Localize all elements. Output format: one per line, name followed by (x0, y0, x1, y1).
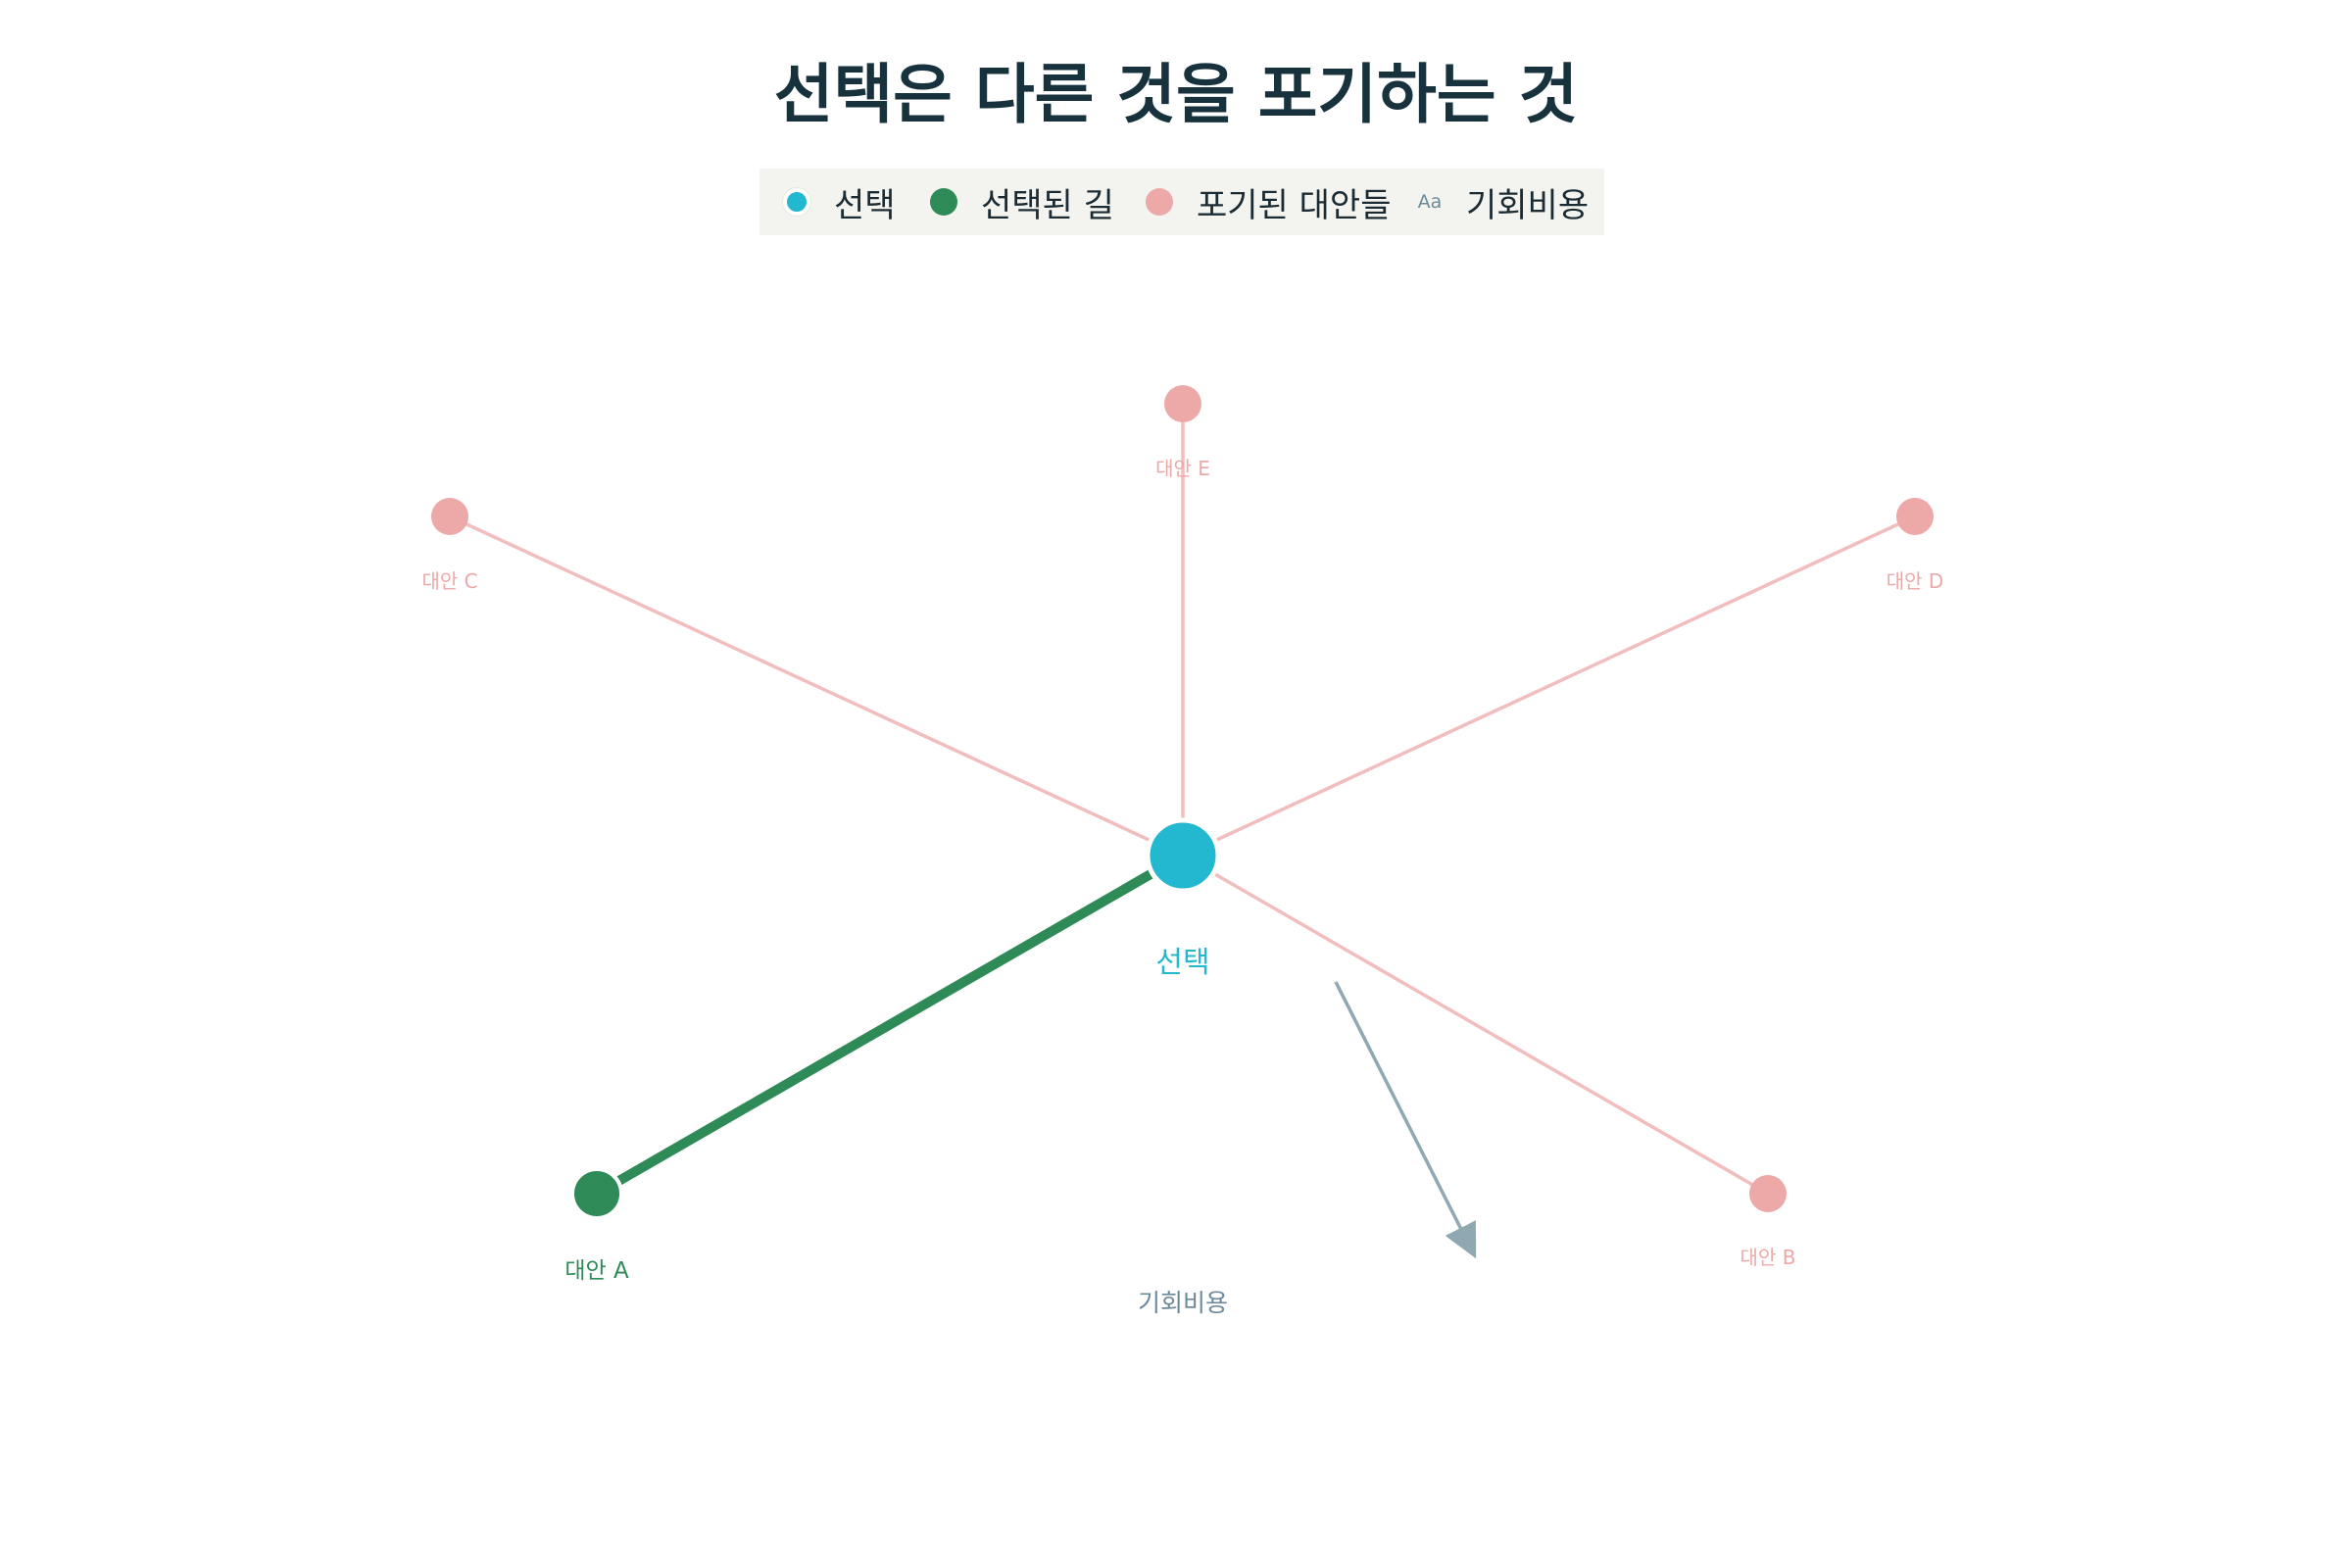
text-glyph-icon: Aa (1417, 191, 1443, 213)
legend-label: 선택 (834, 185, 896, 225)
chosen-path-edge (594, 851, 1186, 1199)
choice-swatch-icon (783, 188, 810, 216)
edge-center-to-c (449, 514, 1184, 858)
alternative-b-node (1749, 1175, 1787, 1212)
alternative-a-node (570, 1167, 623, 1220)
legend-item-chosen-path: 선택된 길 (930, 169, 1114, 235)
legend-item-opportunity-cost: Aa 기회비용 (1413, 169, 1589, 235)
choice-center-node (1145, 817, 1221, 894)
opportunity-cost-arrow (1334, 981, 1477, 1259)
edge-center-to-b (1182, 854, 1769, 1196)
legend-item-abandoned: 포기된 대안들 (1146, 169, 1392, 235)
page-title: 선택은 다른 것을 포기하는 것 (773, 57, 1579, 132)
legend-label: 기회비용 (1466, 185, 1590, 225)
alternative-d-node (1896, 498, 1934, 535)
alternative-c-node (431, 498, 468, 535)
choice-center-label: 선택 (1155, 946, 1209, 980)
legend: 선택 선택된 길 포기된 대안들 Aa 기회비용 (760, 169, 1604, 235)
opportunity-cost-label: 기회비용 (1138, 1289, 1228, 1317)
alternative-d-label: 대안 D (1886, 569, 1944, 593)
abandoned-swatch-icon (1146, 188, 1173, 216)
legend-label: 포기된 대안들 (1197, 185, 1392, 225)
legend-item-choice: 선택 (783, 169, 896, 235)
edge-center-to-d (1182, 514, 1916, 858)
alternative-b-label: 대안 B (1740, 1246, 1796, 1269)
legend-label: 선택된 길 (981, 185, 1114, 225)
alternative-a-label: 대안 A (564, 1258, 629, 1284)
alternative-e-node (1164, 385, 1201, 422)
chosen-path-swatch-icon (930, 188, 957, 216)
alternative-e-label: 대안 E (1155, 457, 1210, 480)
alternative-c-label: 대안 C (421, 569, 477, 593)
